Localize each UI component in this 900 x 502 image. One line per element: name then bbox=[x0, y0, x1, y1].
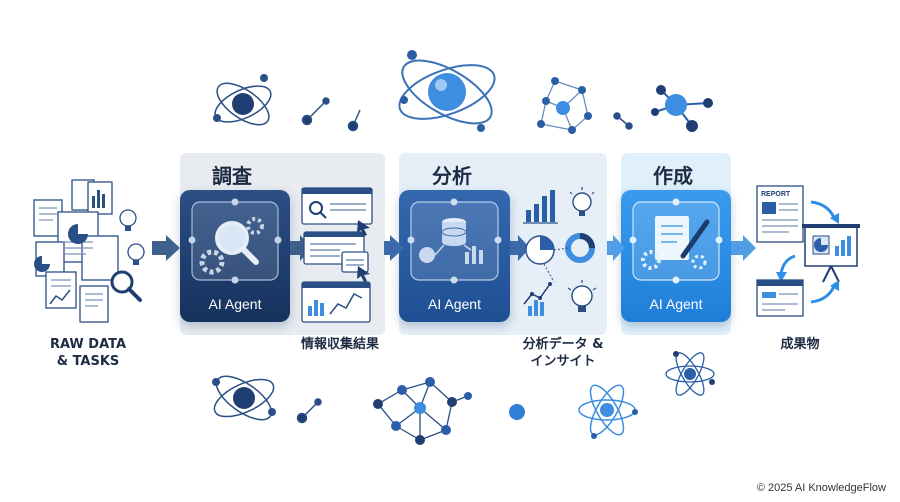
network-icon bbox=[373, 377, 472, 445]
caption-raw-data: RAW DATA & TASKS bbox=[38, 336, 138, 370]
agent-box-analysis: AI Agent bbox=[399, 190, 510, 322]
raw-data-documents-icon bbox=[33, 179, 145, 323]
report-label: REPORT bbox=[761, 191, 791, 198]
arrow-right-icon bbox=[607, 235, 625, 261]
molecule-icon bbox=[301, 97, 361, 132]
stage-title-creation: 作成 bbox=[653, 164, 693, 188]
network-icon bbox=[537, 77, 592, 134]
arrow-right-icon bbox=[384, 235, 404, 261]
agent-box-research: AI Agent bbox=[180, 190, 290, 322]
atom-icon bbox=[578, 384, 638, 439]
caption-raw-data-line2: & TASKS bbox=[56, 354, 120, 369]
document-pen-icon bbox=[629, 198, 723, 284]
atom-icon bbox=[398, 50, 496, 132]
stage-title-analysis: 分析 bbox=[432, 164, 472, 188]
molecule-icon bbox=[296, 398, 322, 424]
molecule-icon bbox=[651, 85, 713, 132]
decor-top bbox=[213, 50, 713, 134]
caption-analysis-output-line2: インサイト bbox=[530, 354, 596, 369]
molecule-dot-icon bbox=[509, 404, 525, 420]
atom-icon bbox=[665, 351, 715, 396]
caption-analysis-output-line1: 分析データ & bbox=[522, 337, 604, 352]
atom-icon bbox=[213, 74, 272, 126]
agent-label-analysis: AI Agent bbox=[428, 296, 481, 312]
arrow-right-icon bbox=[510, 235, 530, 261]
database-chart-icon bbox=[407, 198, 502, 284]
research-output-icon bbox=[301, 187, 373, 323]
caption-analysis-output: 分析データ & インサイト bbox=[508, 336, 618, 370]
decor-bottom bbox=[212, 351, 715, 445]
agent-label-creation: AI Agent bbox=[649, 296, 703, 312]
molecule-icon bbox=[613, 112, 633, 130]
caption-raw-data-line1: RAW DATA bbox=[49, 337, 127, 352]
footer-copyright: © 2025 AI KnowledgeFlow bbox=[756, 482, 886, 494]
agent-box-creation: AI Agent bbox=[621, 190, 731, 322]
agent-label-research: AI Agent bbox=[208, 296, 262, 312]
stage-title-research: 調査 bbox=[212, 164, 252, 188]
arrow-right-icon bbox=[152, 235, 180, 261]
search-gear-icon bbox=[188, 198, 282, 284]
arrow-right-icon bbox=[731, 235, 756, 261]
analysis-output-icon bbox=[523, 187, 597, 316]
caption-research-output: 情報収集結果 bbox=[300, 337, 379, 352]
caption-final-output: 成果物 bbox=[780, 337, 820, 352]
atom-icon bbox=[212, 375, 276, 421]
final-output-icon: REPORT bbox=[756, 185, 860, 317]
